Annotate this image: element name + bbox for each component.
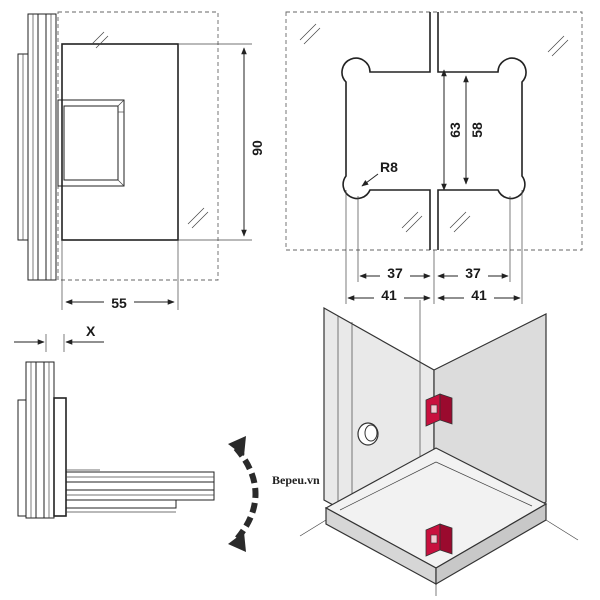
- cutout-left: [341, 12, 431, 250]
- shower-enclosure-view: [299, 300, 579, 596]
- glass-pane-outline: [285, 11, 583, 251]
- watermark: Bepeu.vn: [272, 473, 320, 487]
- door-knob: [357, 422, 379, 446]
- dim-cut-height-inner: 58: [469, 122, 485, 138]
- glass-cutout-view: R8 63 58 37 37 41 41: [285, 11, 583, 304]
- hinge-knuckle: [57, 99, 125, 187]
- dim-hinge-height: 90: [249, 140, 265, 156]
- curved-double-arrow-icon: [228, 436, 259, 552]
- hinge-body: [61, 43, 179, 241]
- section-view: X: [14, 323, 215, 519]
- section-hinge-block: [53, 397, 67, 517]
- dim-cut-height-outer: 63: [447, 122, 463, 138]
- glass-hinge-icon: [425, 393, 453, 427]
- dim-cut-depth-outer-left: 41: [381, 287, 397, 303]
- dim-hinge-width: 55: [111, 295, 127, 311]
- hinge-side-view: 90 55: [17, 11, 265, 311]
- dim-cut-depth-inner-right: 37: [465, 265, 481, 281]
- dim-radius: R8: [380, 159, 398, 175]
- glass-hinge-icon-lower: [425, 523, 453, 557]
- dim-cut-depth-outer-right: 41: [471, 287, 487, 303]
- cutout-right: [437, 12, 527, 250]
- dim-cut-depth-inner-left: 37: [387, 265, 403, 281]
- dim-offset-x: X: [86, 323, 96, 339]
